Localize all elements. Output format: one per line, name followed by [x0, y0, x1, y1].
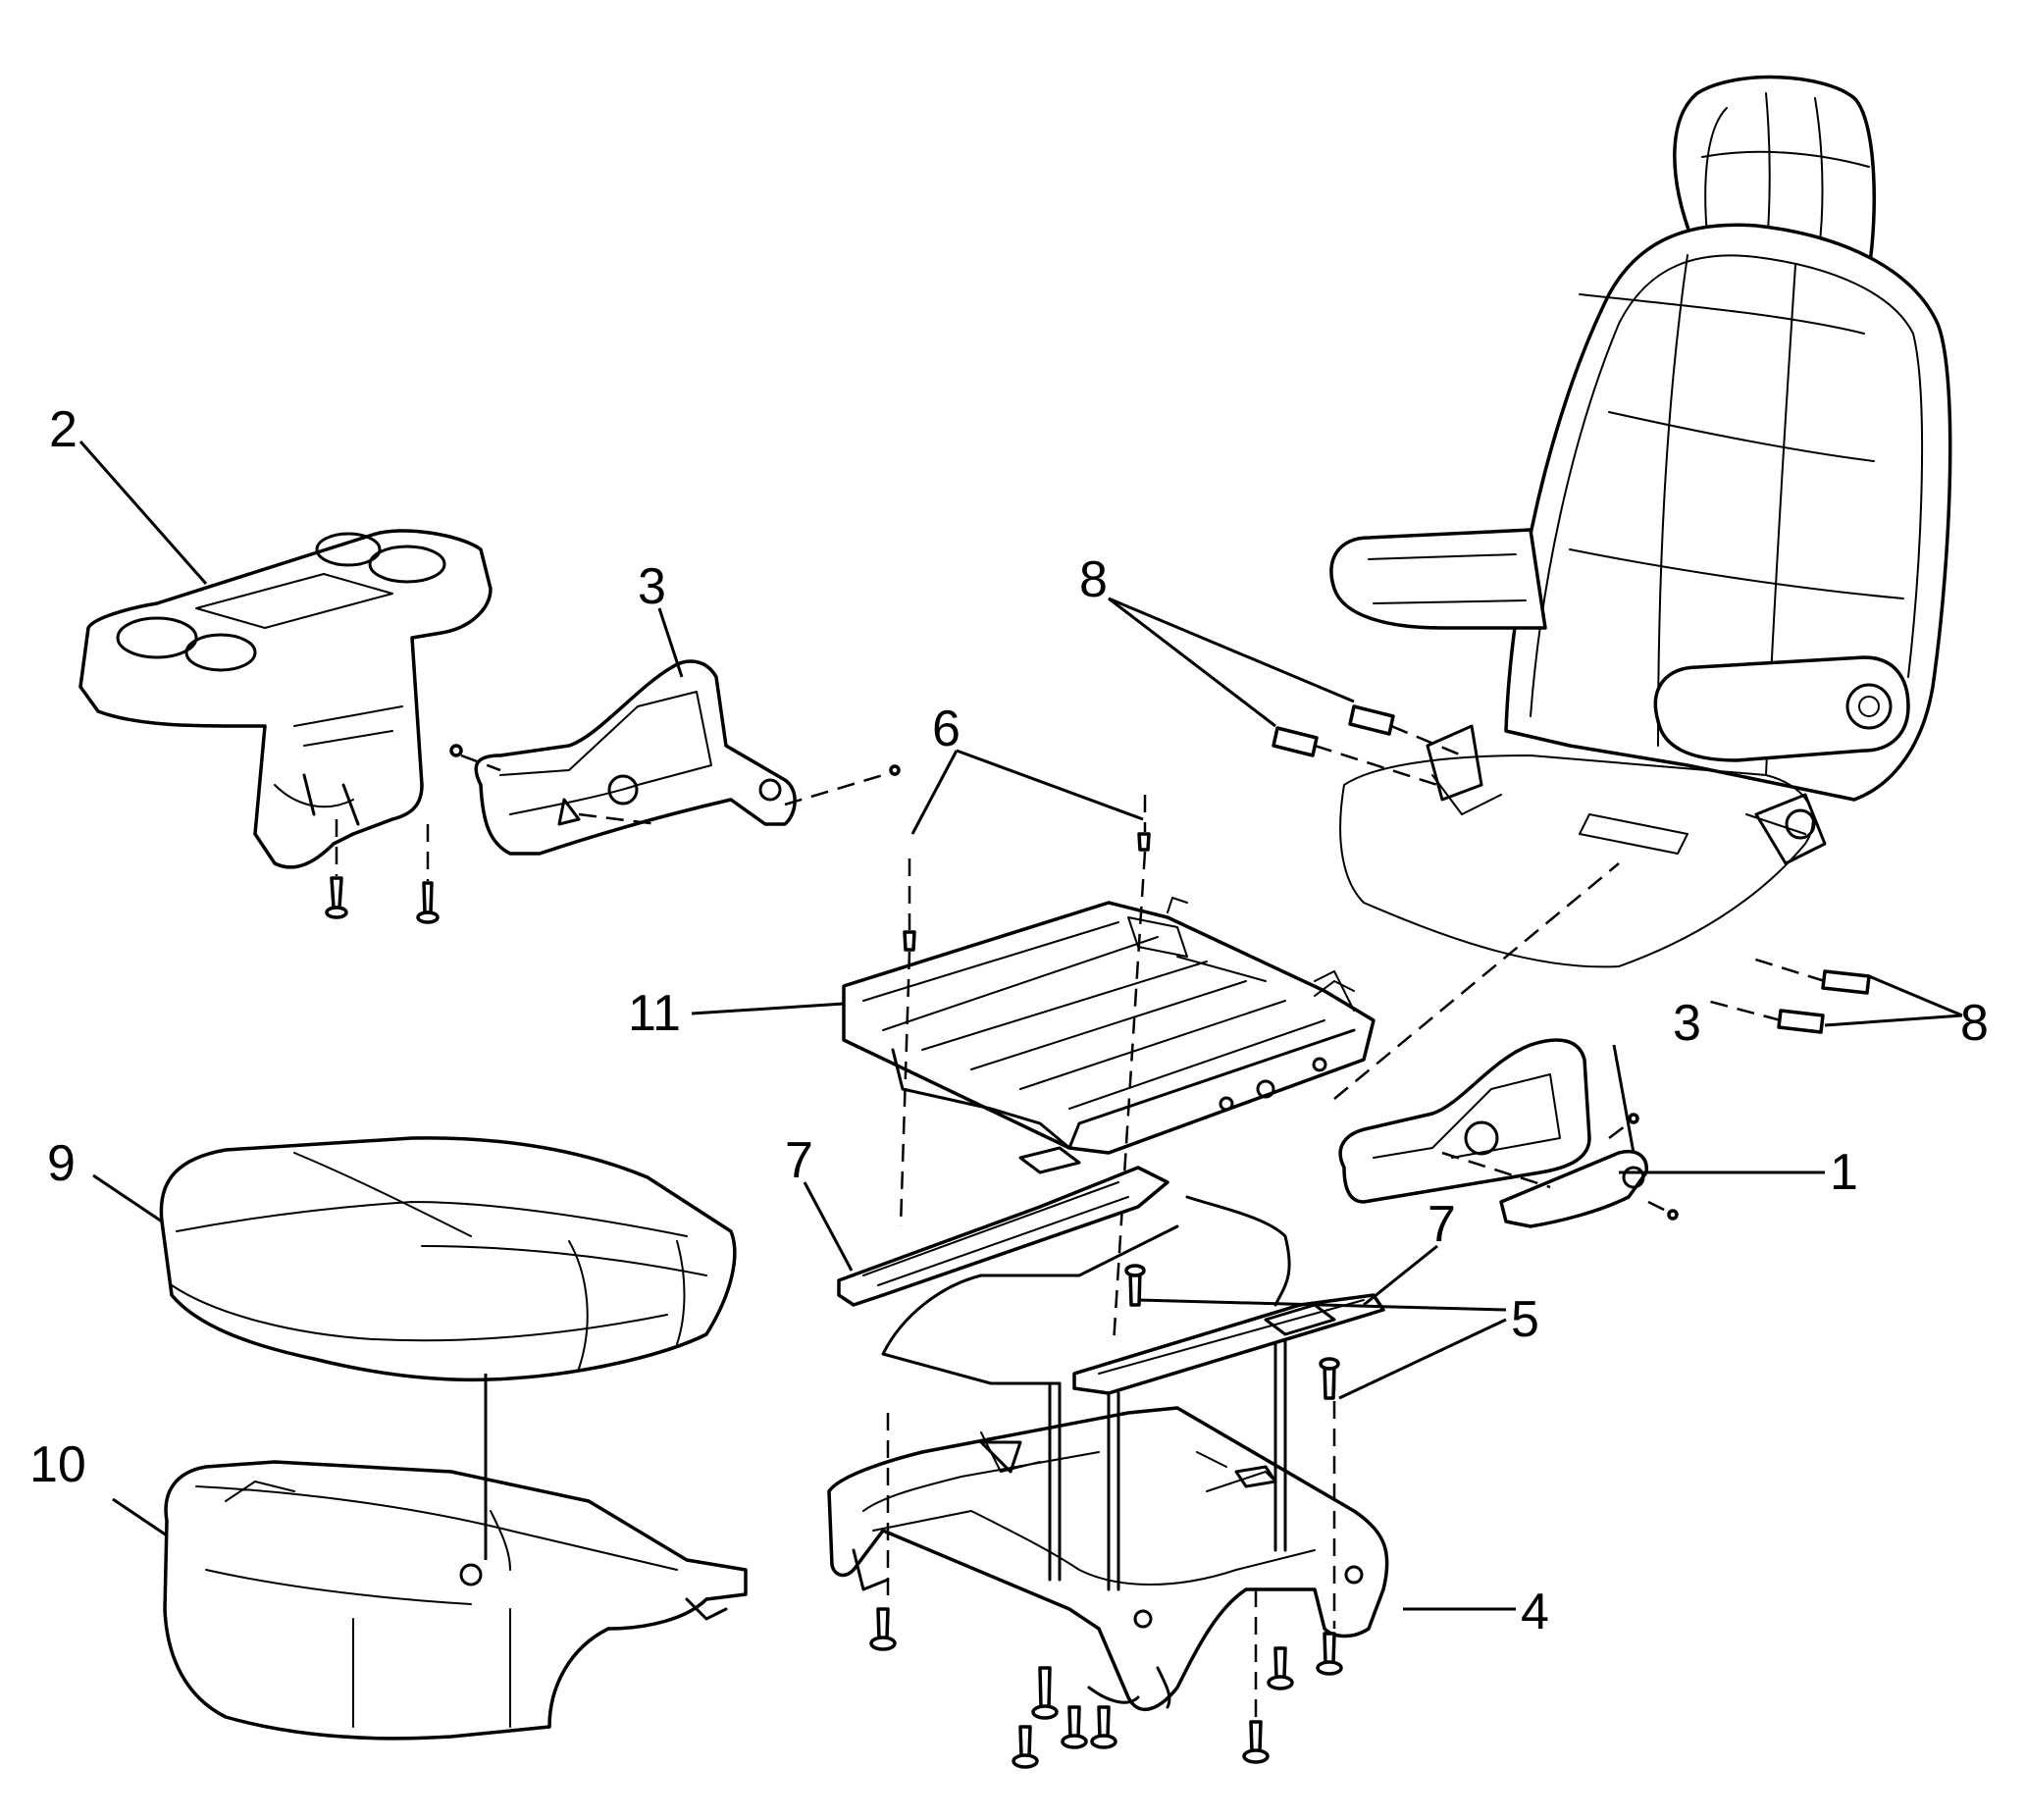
callout-6: 6 — [932, 701, 961, 757]
frame-screws — [899, 795, 1151, 1345]
seat-back-assembly — [1329, 75, 1952, 968]
track-bolts — [1124, 1264, 1340, 1400]
base-bolts — [869, 1374, 1343, 1769]
center-console — [78, 529, 493, 924]
seat-cushion — [159, 1136, 737, 1382]
seat-track — [837, 1146, 1385, 1395]
callout-8-lower: 8 — [1960, 995, 1989, 1052]
callout-5: 5 — [1511, 1291, 1539, 1348]
callout-3-left: 3 — [638, 558, 666, 615]
side-trim-left — [449, 659, 901, 856]
callout-9: 9 — [47, 1135, 76, 1192]
callout-7-right: 7 — [1428, 1196, 1456, 1253]
seat-back-bolts — [1272, 704, 1871, 1034]
leader-lines — [78, 441, 1963, 1611]
callout-8-upper: 8 — [1079, 551, 1108, 608]
seat-frame — [842, 897, 1376, 1155]
callout-11: 11 — [628, 985, 681, 1042]
callout-10: 10 — [29, 1436, 86, 1493]
seat-riser-base — [827, 1337, 1389, 1712]
callout-1: 1 — [1830, 1144, 1858, 1201]
cushion-frame — [163, 1374, 748, 1741]
callout-labels: 2 3 3 1 4 5 6 7 7 8 8 9 10 11 — [29, 401, 1989, 1640]
side-trim-right — [1333, 862, 1679, 1228]
callout-3-right: 3 — [1673, 995, 1701, 1052]
callout-7-left: 7 — [785, 1132, 813, 1189]
callout-2: 2 — [49, 401, 78, 458]
callout-4: 4 — [1521, 1584, 1549, 1640]
